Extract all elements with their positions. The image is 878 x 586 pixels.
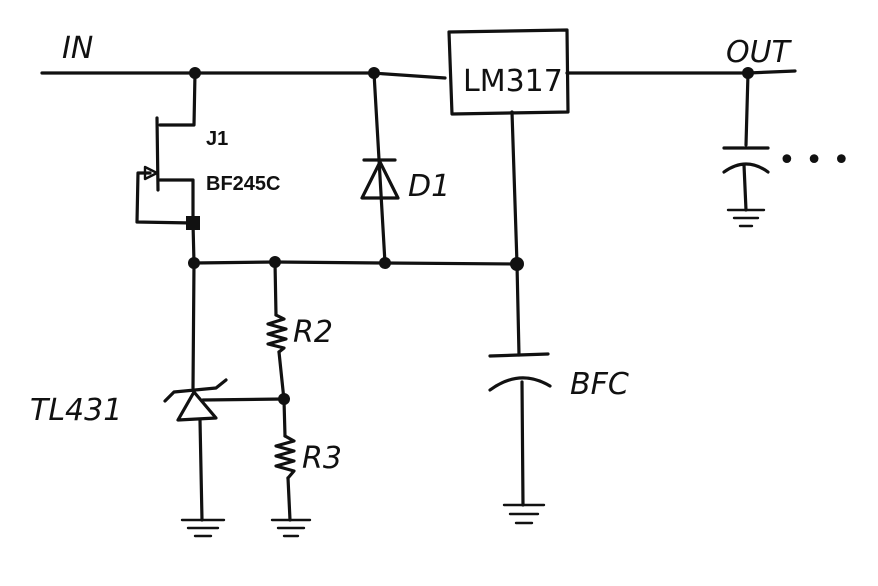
tl431-label: TL431 — [30, 393, 122, 428]
regulator-box — [447, 28, 570, 116]
junction-dot — [188, 257, 200, 269]
junction-dot — [510, 257, 524, 271]
output-label: OUT — [726, 35, 793, 70]
resistor-r2: R2 — [266, 313, 333, 354]
ground-tl431 — [180, 518, 226, 538]
jfet-ref-label: J1 — [206, 128, 228, 150]
ground-symbol — [726, 208, 766, 228]
diode-wire — [372, 71, 387, 265]
shunt-ground-wire — [198, 418, 204, 522]
ground-bfc — [502, 503, 546, 525]
input-label: IN — [62, 31, 93, 66]
jfet-gate-arrow — [143, 165, 159, 181]
jfet-source-wire — [158, 178, 196, 265]
junction-dot — [742, 67, 754, 79]
junctions — [186, 67, 754, 405]
junction-dot — [379, 257, 391, 269]
output-cap-wire — [744, 71, 750, 147]
junction-square — [186, 216, 200, 230]
ground-divider — [270, 518, 312, 538]
diode-triangle — [360, 160, 400, 200]
reference-wire — [201, 397, 286, 402]
junction-dot — [269, 256, 281, 268]
r2-label: R2 — [293, 315, 333, 350]
ellipsis-label: • • • — [778, 143, 850, 178]
tl431-shunt: TL431 — [30, 378, 228, 428]
divider-bottom-wire — [286, 476, 292, 522]
shunt-column-wire — [191, 261, 196, 390]
r3-label: R3 — [302, 441, 342, 476]
diode-label: D1 — [408, 169, 450, 204]
output-rail-wire — [565, 69, 797, 75]
bfc-label: BFC — [570, 367, 629, 402]
bfc-plate-top — [488, 352, 550, 358]
tl431-cathode-bar — [163, 378, 228, 403]
input-rail-wire — [40, 71, 447, 80]
jfet-j1: J1 BF245C — [143, 116, 280, 195]
divider-top-wire — [273, 260, 278, 317]
tl431-triangle — [176, 390, 218, 422]
lm317-regulator: LM317 — [447, 28, 570, 116]
junction-dot — [368, 67, 380, 79]
junction-dot — [278, 393, 290, 405]
wires — [40, 69, 797, 522]
output-capacitor: • • • — [722, 143, 850, 178]
jfet-part-label: BF245C — [206, 173, 280, 195]
output-cap-plate-bottom — [722, 162, 770, 174]
regulator-adj-wire — [510, 110, 521, 357]
capacitor-bfc: BFC — [488, 352, 629, 402]
bfc-ground-wire — [520, 380, 525, 507]
jfet-drain-wire — [158, 71, 197, 127]
ground-output — [726, 208, 766, 228]
resistor-r3: R3 — [274, 434, 342, 480]
junction-dot — [189, 67, 201, 79]
ground-symbol — [502, 503, 546, 525]
r3-zigzag — [274, 434, 296, 480]
ground-symbol — [270, 518, 312, 538]
jfet-channel — [155, 116, 160, 192]
output-cap-ground-wire — [742, 163, 748, 212]
adjust-bus-wire — [192, 260, 519, 266]
diode-d1: D1 — [360, 158, 450, 204]
regulator-label: LM317 — [463, 64, 563, 99]
r2-zigzag — [266, 313, 288, 354]
bfc-plate-bottom — [488, 376, 552, 392]
ground-symbol — [180, 518, 226, 538]
